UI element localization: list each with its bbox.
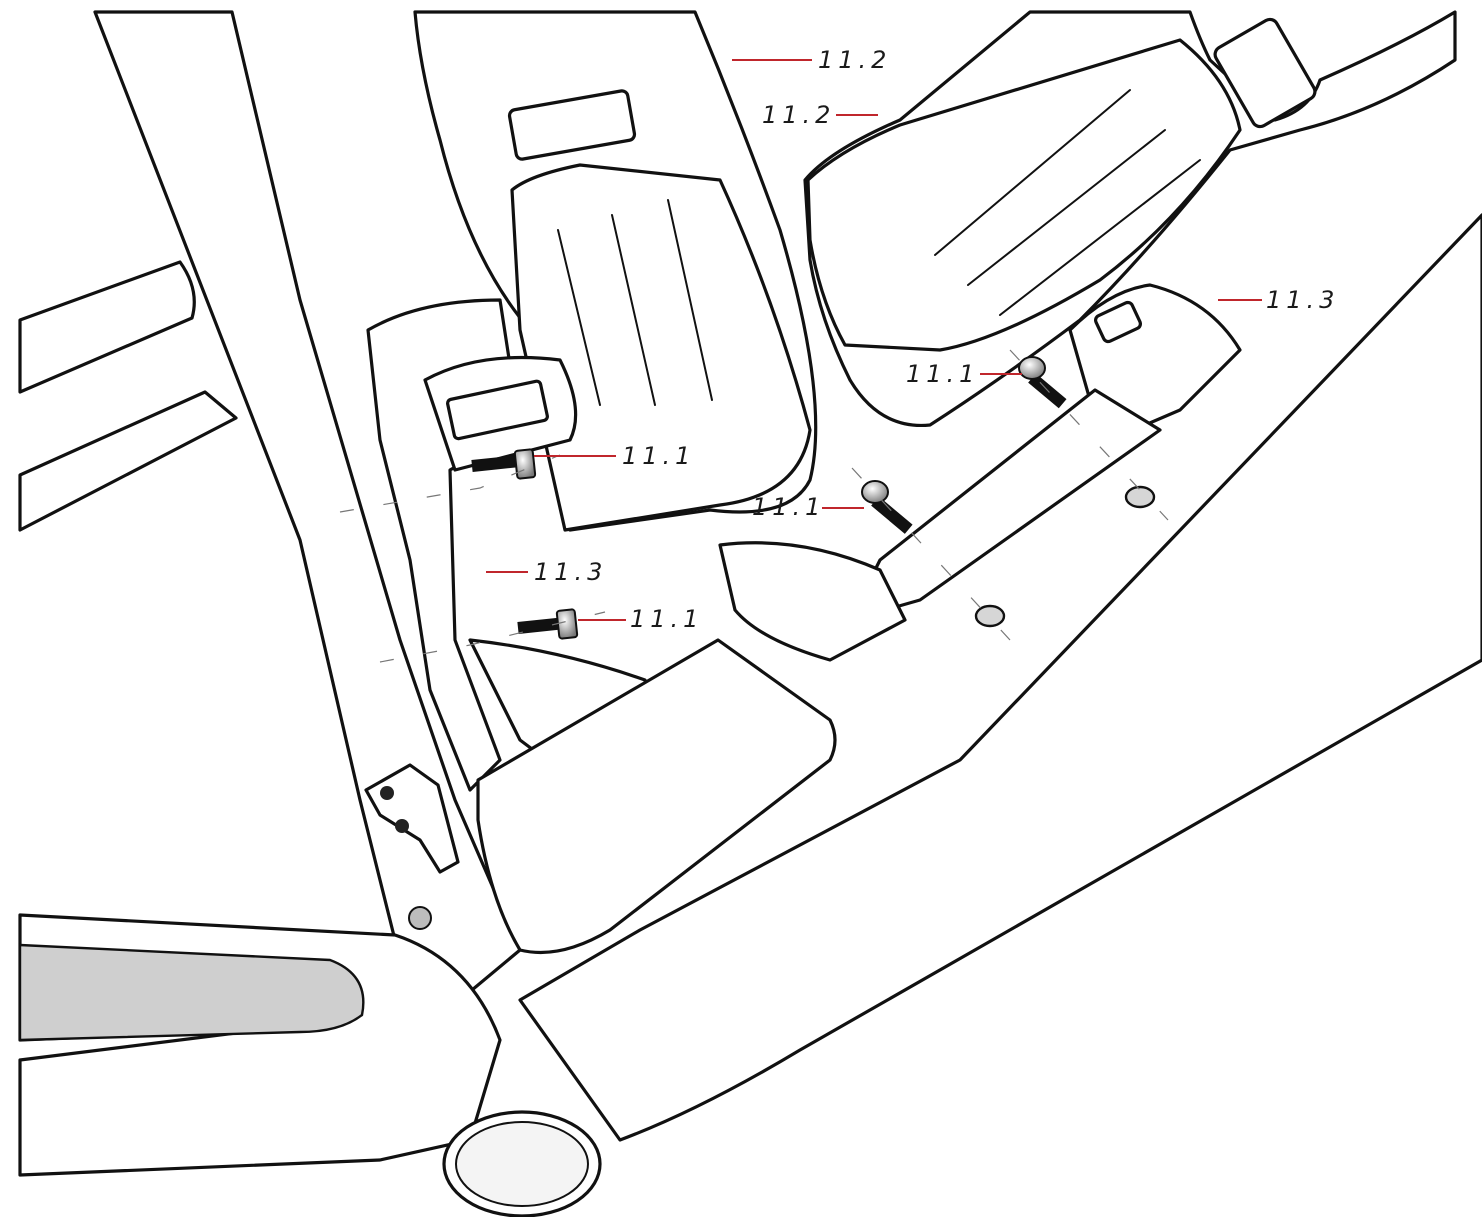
callout-label: 11.2 bbox=[818, 46, 891, 74]
callout-label: 11.3 bbox=[1266, 286, 1339, 314]
seat-tube-bottle bbox=[413, 10, 818, 532]
frame-boss-hole bbox=[408, 906, 432, 930]
callout-11-3-left: 11.3 bbox=[486, 558, 607, 586]
callout-11-3-right: 11.3 bbox=[1218, 286, 1339, 314]
mount-bolt-bottom bbox=[395, 819, 409, 833]
bottle-label-panel-2 bbox=[806, 38, 1242, 352]
bolt-down-left bbox=[861, 480, 913, 534]
cage-arm bbox=[848, 388, 1162, 622]
bike-frame bbox=[18, 10, 1482, 1217]
chain-stay-recess bbox=[18, 943, 365, 1042]
down-tube-boss-lower bbox=[974, 604, 1006, 628]
callout-label: 11.2 bbox=[762, 101, 835, 129]
callout-11-1-seat-upper: 11.1 bbox=[534, 442, 695, 470]
seat-stay-upper bbox=[18, 260, 196, 394]
down-tube-boss-upper bbox=[1124, 485, 1156, 509]
down-tube-cage bbox=[718, 283, 1242, 662]
bottle-window bbox=[507, 89, 637, 161]
callout-11-1-seat-lower: 11.1 bbox=[578, 605, 703, 633]
callout-label: 11.3 bbox=[534, 558, 607, 586]
callout-11-2-upper: 11.2 bbox=[732, 46, 891, 74]
bottle-label-panel bbox=[510, 163, 812, 532]
bottom-bracket-bore bbox=[455, 1121, 589, 1207]
bolt-seat-lower bbox=[517, 608, 579, 640]
mount-bolt-top bbox=[380, 786, 394, 800]
callout-label: 11.1 bbox=[906, 360, 979, 388]
down-cage-lower-cup bbox=[718, 541, 907, 662]
down-tube bbox=[518, 213, 1482, 1142]
seat-tube-cage-base bbox=[476, 638, 837, 954]
alignment-axes bbox=[339, 349, 1169, 663]
callout-11-1-down-left: 11.1 bbox=[752, 493, 864, 521]
callout-label: 11.1 bbox=[752, 493, 825, 521]
callout-label: 11.1 bbox=[622, 442, 695, 470]
callout-11-2-lower: 11.2 bbox=[762, 101, 878, 129]
down-tube-bottle bbox=[803, 10, 1457, 428]
callout-label: 11.1 bbox=[630, 605, 703, 633]
seat-stay-lower bbox=[18, 390, 238, 532]
callout-11-1-right: 11.1 bbox=[906, 360, 1022, 388]
bolt-down-right bbox=[1018, 356, 1067, 409]
